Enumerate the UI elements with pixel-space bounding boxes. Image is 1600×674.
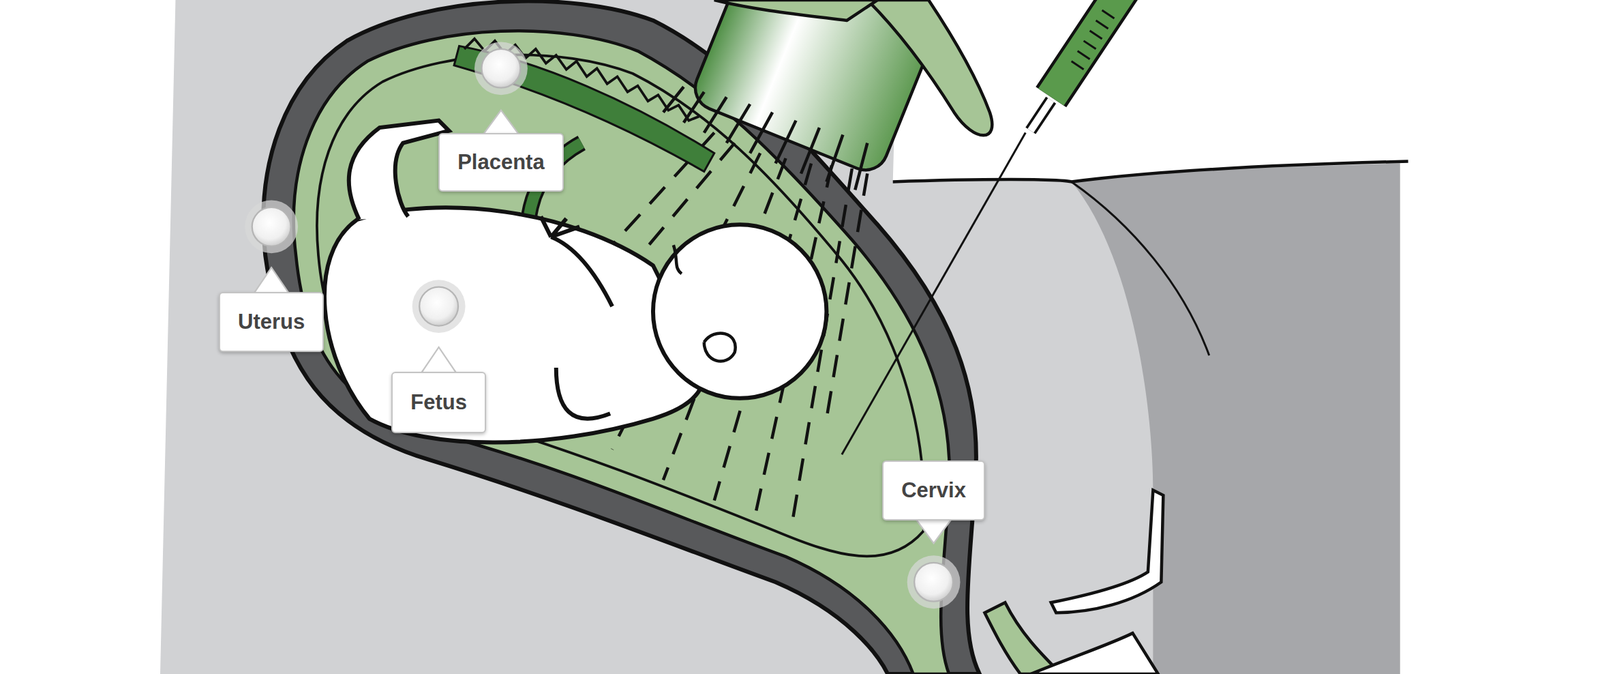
speculum-upper — [1051, 490, 1164, 613]
callout-box: Fetus — [391, 371, 487, 433]
speculum-lower — [1030, 632, 1159, 674]
fetus-head — [653, 224, 827, 398]
fetus-eye — [673, 244, 682, 274]
fetus-legs — [349, 120, 450, 220]
hand — [867, 0, 992, 135]
fetus-ear — [704, 332, 736, 361]
hotspot-dots — [244, 41, 960, 609]
callout-pointers — [254, 110, 952, 544]
vaginal-canal — [984, 601, 1061, 674]
syringe-barrel — [1051, 0, 1123, 97]
fetus-arm — [540, 216, 613, 307]
coupling-lines — [663, 86, 868, 190]
callout-box: Cervix — [882, 460, 986, 521]
callout-label: Uterus — [237, 309, 305, 335]
needle — [841, 132, 1026, 455]
syringe-tip-fill — [1030, 100, 1052, 131]
syringe-scale — [1071, 10, 1115, 70]
abdomen-line — [1071, 181, 1210, 355]
callout-label: Cervix — [901, 477, 966, 503]
callout-label: Placenta — [457, 149, 545, 175]
fetus-body — [324, 207, 704, 442]
skin-line — [893, 161, 1409, 183]
callout-label: Fetus — [410, 389, 467, 415]
fetus-leg-line — [556, 367, 611, 419]
placenta-villi — [464, 38, 699, 121]
callout-box: Placenta — [438, 132, 564, 193]
syringe-tip — [1030, 100, 1052, 131]
syringe-barrel-outline — [1051, 0, 1123, 97]
hand-fingers — [714, 0, 878, 21]
callout-box: Uterus — [218, 291, 324, 352]
